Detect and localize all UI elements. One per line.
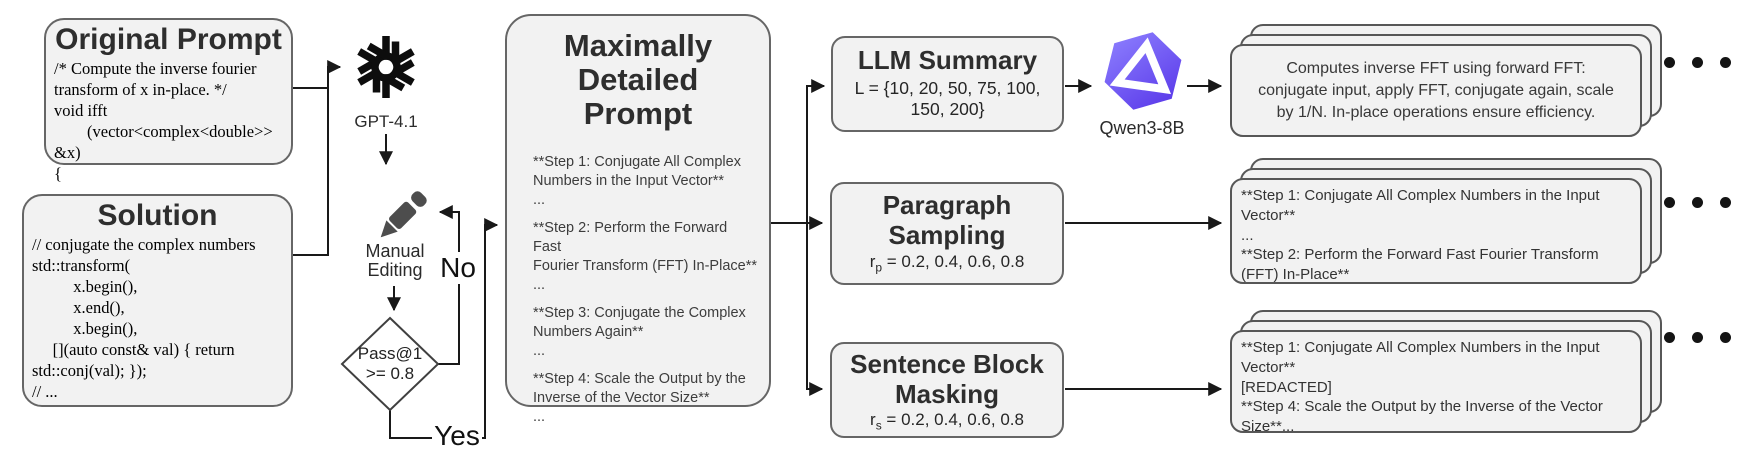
ellipsis-dot <box>1664 57 1675 68</box>
masking-output-text: **Step 1: Conjugate All Complex Numbers … <box>1241 339 1603 436</box>
decision-yes-label: Yes <box>432 420 482 452</box>
ellipsis-dot <box>1720 197 1731 208</box>
decision-label: Pass@1 >= 0.8 <box>357 344 423 383</box>
ellipsis-dot <box>1720 57 1731 68</box>
paragraph-sampling-rates: rp = 0.2, 0.4, 0.6, 0.8 <box>832 252 1062 274</box>
rate-subscript: s <box>875 418 882 433</box>
ellipsis-dot <box>1720 332 1731 343</box>
llm-summary-box: LLM Summary L = {10, 20, 50, 75, 100, 15… <box>831 36 1064 132</box>
detailed-prompt-box: Maximally Detailed Prompt **Step 1: Conj… <box>505 14 771 425</box>
qwen-model-label: Qwen3-8B <box>1099 118 1185 138</box>
solution-box: Solution // conjugate the complex number… <box>22 194 293 407</box>
original-prompt-code: /* Compute the inverse fourier transform… <box>54 59 273 183</box>
pen-icon <box>380 191 427 238</box>
prompt-step-1: **Step 1: Conjugate All Complex Numbers … <box>533 154 741 208</box>
detailed-prompt-title: Maximally Detailed Prompt <box>563 28 713 131</box>
paragraph-output-text: **Step 1: Conjugate All Complex Numbers … <box>1241 187 1600 284</box>
rate-values: = 0.2, 0.4, 0.6, 0.8 <box>881 410 1024 429</box>
gpt-model-label: GPT-4.1 <box>354 112 418 131</box>
line-solution-to-junction <box>293 88 329 256</box>
sentence-masking-title: Sentence Block Masking <box>850 349 1044 409</box>
sentence-masking-box: Sentence Block Masking rs = 0.2, 0.4, 0.… <box>830 342 1064 438</box>
rate-symbol: r <box>870 410 876 429</box>
original-prompt-box: Original Prompt /* Compute the inverse f… <box>44 18 293 183</box>
arrow-branch-to-masking <box>806 223 824 396</box>
summary-output-text: Computes inverse FFT using forward FFT: … <box>1258 59 1614 121</box>
solution-title: Solution <box>97 199 218 232</box>
paragraph-sampling-box: Paragraph Sampling rp = 0.2, 0.4, 0.6, 0… <box>830 182 1064 285</box>
rate-subscript: p <box>875 260 883 275</box>
qwen-logo-icon <box>1104 32 1182 110</box>
ellipsis-dot <box>1664 197 1675 208</box>
llm-summary-title: LLM Summary <box>857 45 1038 75</box>
paragraph-sampling-title: Paragraph Sampling <box>882 190 1012 250</box>
summary-output-card: Computes inverse FFT using forward FFT: … <box>1230 44 1642 137</box>
ellipsis-row-1 <box>1664 57 1731 68</box>
rate-symbol: r <box>869 252 876 271</box>
ellipsis-dot <box>1692 197 1703 208</box>
prompt-step-2: **Step 2: Perform the Forward Fast Fouri… <box>533 220 757 293</box>
ellipsis-row-2 <box>1664 197 1731 208</box>
llm-summary-sizes: L = {10, 20, 50, 75, 100, 150, 200} <box>854 78 1041 119</box>
detailed-prompt-body: **Step 1: Conjugate All Complex Numbers … <box>507 153 769 427</box>
openai-logo-icon <box>357 36 415 98</box>
rate-values: = 0.2, 0.4, 0.6, 0.8 <box>882 252 1025 271</box>
ellipsis-row-3 <box>1664 332 1731 343</box>
sentence-masking-rates: rs = 0.2, 0.4, 0.6, 0.8 <box>832 410 1062 432</box>
paragraph-output-card: **Step 1: Conjugate All Complex Numbers … <box>1230 178 1642 284</box>
ellipsis-dot <box>1692 332 1703 343</box>
ellipsis-dot <box>1692 57 1703 68</box>
masking-output-card: **Step 1: Conjugate All Complex Numbers … <box>1230 330 1642 435</box>
manual-editing-label: Manual Editing <box>365 241 425 280</box>
decision-no-label: No <box>438 252 478 284</box>
original-prompt-title: Original Prompt <box>55 23 282 56</box>
arrow-branch-to-llm <box>806 79 826 223</box>
ellipsis-dot <box>1664 332 1675 343</box>
prompt-step-4: **Step 4: Scale the Output by the Invers… <box>533 371 746 425</box>
prompt-step-3: **Step 3: Conjugate the Complex Numbers … <box>533 305 746 359</box>
arrow-original-to-gpt <box>293 60 342 89</box>
solution-code: // conjugate the complex numbers std::tr… <box>32 235 256 401</box>
